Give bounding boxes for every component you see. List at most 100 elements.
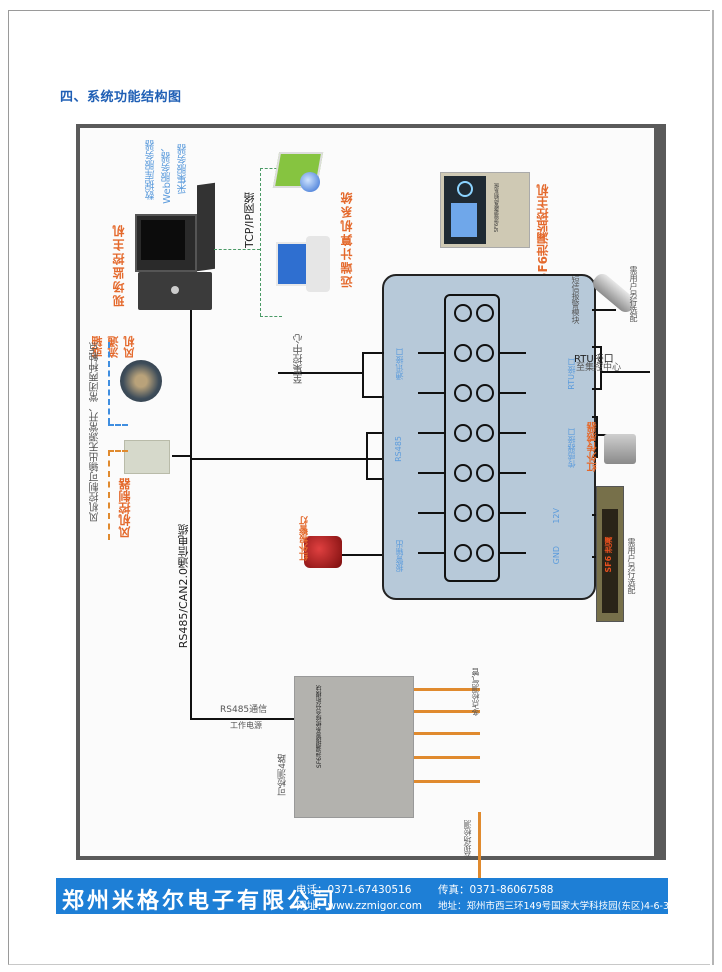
led-display-screen — [602, 509, 618, 613]
detector-comm-label: RS485通信 — [220, 705, 268, 715]
terminal-row — [384, 544, 590, 562]
bus-label: RS485/CAN2.0通信电缆 — [177, 524, 190, 649]
terminal-row — [384, 504, 590, 522]
remote-workstation — [306, 236, 330, 292]
fan-icon — [120, 360, 162, 402]
controller-panel: 通讯接口 RS485 报警输出 RTU接口 传感器接口 12V GND — [382, 274, 596, 600]
terminal-strip — [444, 294, 500, 582]
bus-to-detector-h — [190, 718, 294, 720]
network-link-main — [214, 249, 260, 250]
company-name: 郑州米格尔电子有限公司 — [62, 889, 338, 914]
terminal-row — [384, 424, 590, 442]
remote-system-label: 远端计算机系统 — [340, 190, 354, 288]
panel-right-label-sensor: 传感器接口 — [567, 428, 576, 468]
detector-device-text: SF6泄漏报警系统综合分析模块 — [316, 685, 323, 769]
fan-orange-dashed-v — [108, 450, 110, 540]
globe-icon — [300, 172, 320, 192]
host-computer — [135, 182, 217, 312]
network-link-bottom — [260, 316, 282, 317]
terminal-wire-right — [498, 472, 526, 474]
panel-right-label-gnd: GND — [552, 546, 561, 565]
terminal-wire-right — [498, 352, 526, 354]
terminal-screw-icon — [454, 464, 472, 482]
rtu-label-line2: 至集控中心 — [576, 363, 622, 373]
terminal-screw-icon — [454, 504, 472, 522]
terminal-screw-icon — [454, 384, 472, 402]
fan-blue-dashed-h — [108, 424, 128, 426]
detector-device: SF6泄漏报警系统综合分析模块 — [294, 676, 414, 818]
terminal-wire-right — [498, 552, 526, 554]
gas-pipe — [414, 688, 480, 691]
terminal-wire-left — [418, 392, 446, 394]
gas-pipe — [414, 732, 480, 735]
page-border — [8, 10, 710, 965]
sf6-host-device: SF6泄漏报警控制系统 — [440, 172, 530, 248]
sf6-host-device-text: SF6泄漏报警控制系统 — [494, 183, 500, 233]
footer-fax: 传真：0371-86067588 — [438, 884, 554, 896]
footer-website[interactable]: 网址：www.zzmigor.com — [296, 900, 423, 912]
network-label: TCP/IP网络 — [243, 192, 256, 248]
alarm-light-link — [342, 554, 382, 556]
bus-trunk — [190, 310, 192, 720]
fan-controller-device — [124, 440, 170, 474]
gas-pipe — [414, 756, 480, 759]
terminal-row — [384, 464, 590, 482]
servers-label: 数据库服务器 Web服务器、 采集服务器 — [146, 140, 189, 204]
terminal-wire-right — [498, 512, 526, 514]
sms-module-label: 短信报警模块 — [571, 276, 580, 324]
gas-pipe — [414, 710, 480, 713]
terminal-screw-icon — [476, 424, 494, 442]
terminal-wire-left — [418, 512, 446, 514]
terminal-row — [384, 384, 590, 402]
terminal-row — [384, 344, 590, 362]
terminal-screw-icon — [476, 384, 494, 402]
fan-controller-label: 风机控制器 — [118, 478, 132, 538]
terminal-row — [384, 304, 590, 322]
monitor-screen — [141, 220, 185, 260]
terminal-screw-icon — [476, 504, 494, 522]
sensor-bracket — [592, 416, 598, 458]
rtu-label-line1: RTU接口 — [574, 354, 614, 365]
center-bracket — [362, 352, 384, 398]
network-link-top — [260, 168, 282, 169]
section-title: 四、系统功能结构图 — [60, 90, 182, 105]
led-display: SF6 泄漏 — [596, 486, 624, 622]
sf6-host-keypad — [457, 181, 473, 197]
terminal-wire-left — [418, 472, 446, 474]
terminal-screw-icon — [454, 424, 472, 442]
remote-monitor — [276, 242, 310, 286]
center-link — [278, 372, 362, 374]
ir-sensor-device — [604, 434, 636, 464]
terminal-wire-left — [418, 352, 446, 354]
footer-banner: 郑州米格尔电子有限公司 电话：0371-67430516 传真：0371-860… — [56, 878, 669, 914]
terminal-screw-icon — [476, 304, 494, 322]
network-link-vertical — [260, 168, 261, 316]
sf6-host-screen — [451, 203, 477, 237]
display-note: 需用户另行选配 — [627, 538, 636, 594]
rtu-link — [600, 371, 650, 373]
terminal-screw-icon — [476, 344, 494, 362]
host-label: 现场监控主机 — [112, 223, 126, 307]
terminal-screw-icon — [476, 464, 494, 482]
fan-blue-dashed-v — [108, 342, 110, 424]
rtu-bracket — [592, 346, 602, 390]
sf6-host-label: SF6泄漏监控主机 — [536, 184, 550, 282]
footer-phone: 电话：0371-67430516 — [296, 884, 412, 896]
terminal-wire-right — [498, 432, 526, 434]
diagram-canvas: 现场监控主机 数据库服务器 Web服务器、 采集服务器 TCP/IP网络 远端计… — [80, 128, 654, 890]
sms-note: 需用户另行选配 — [629, 266, 638, 322]
terminal-screw-icon — [476, 544, 494, 562]
tower-logo — [171, 286, 179, 294]
fan-note: 风机控制可输出无源常开、常闭两种触点 — [90, 342, 101, 522]
panel-left-label-alarm: 报警输出 — [395, 540, 404, 572]
detector-top-label: 多点检测气管 — [471, 668, 480, 716]
terminal-wire-left — [418, 432, 446, 434]
panel-right-label-12v: 12V — [552, 508, 561, 524]
led-display-text: SF6 泄漏 — [604, 537, 613, 573]
diagram-frame: 现场监控主机 数据库服务器 Web服务器、 采集服务器 TCP/IP网络 远端计… — [76, 124, 666, 890]
terminal-wire-right — [498, 392, 526, 394]
alarm-light — [304, 536, 342, 568]
page-edge-rule — [712, 10, 714, 965]
field-pipe-vertical — [478, 812, 481, 890]
terminal-screw-icon — [454, 544, 472, 562]
